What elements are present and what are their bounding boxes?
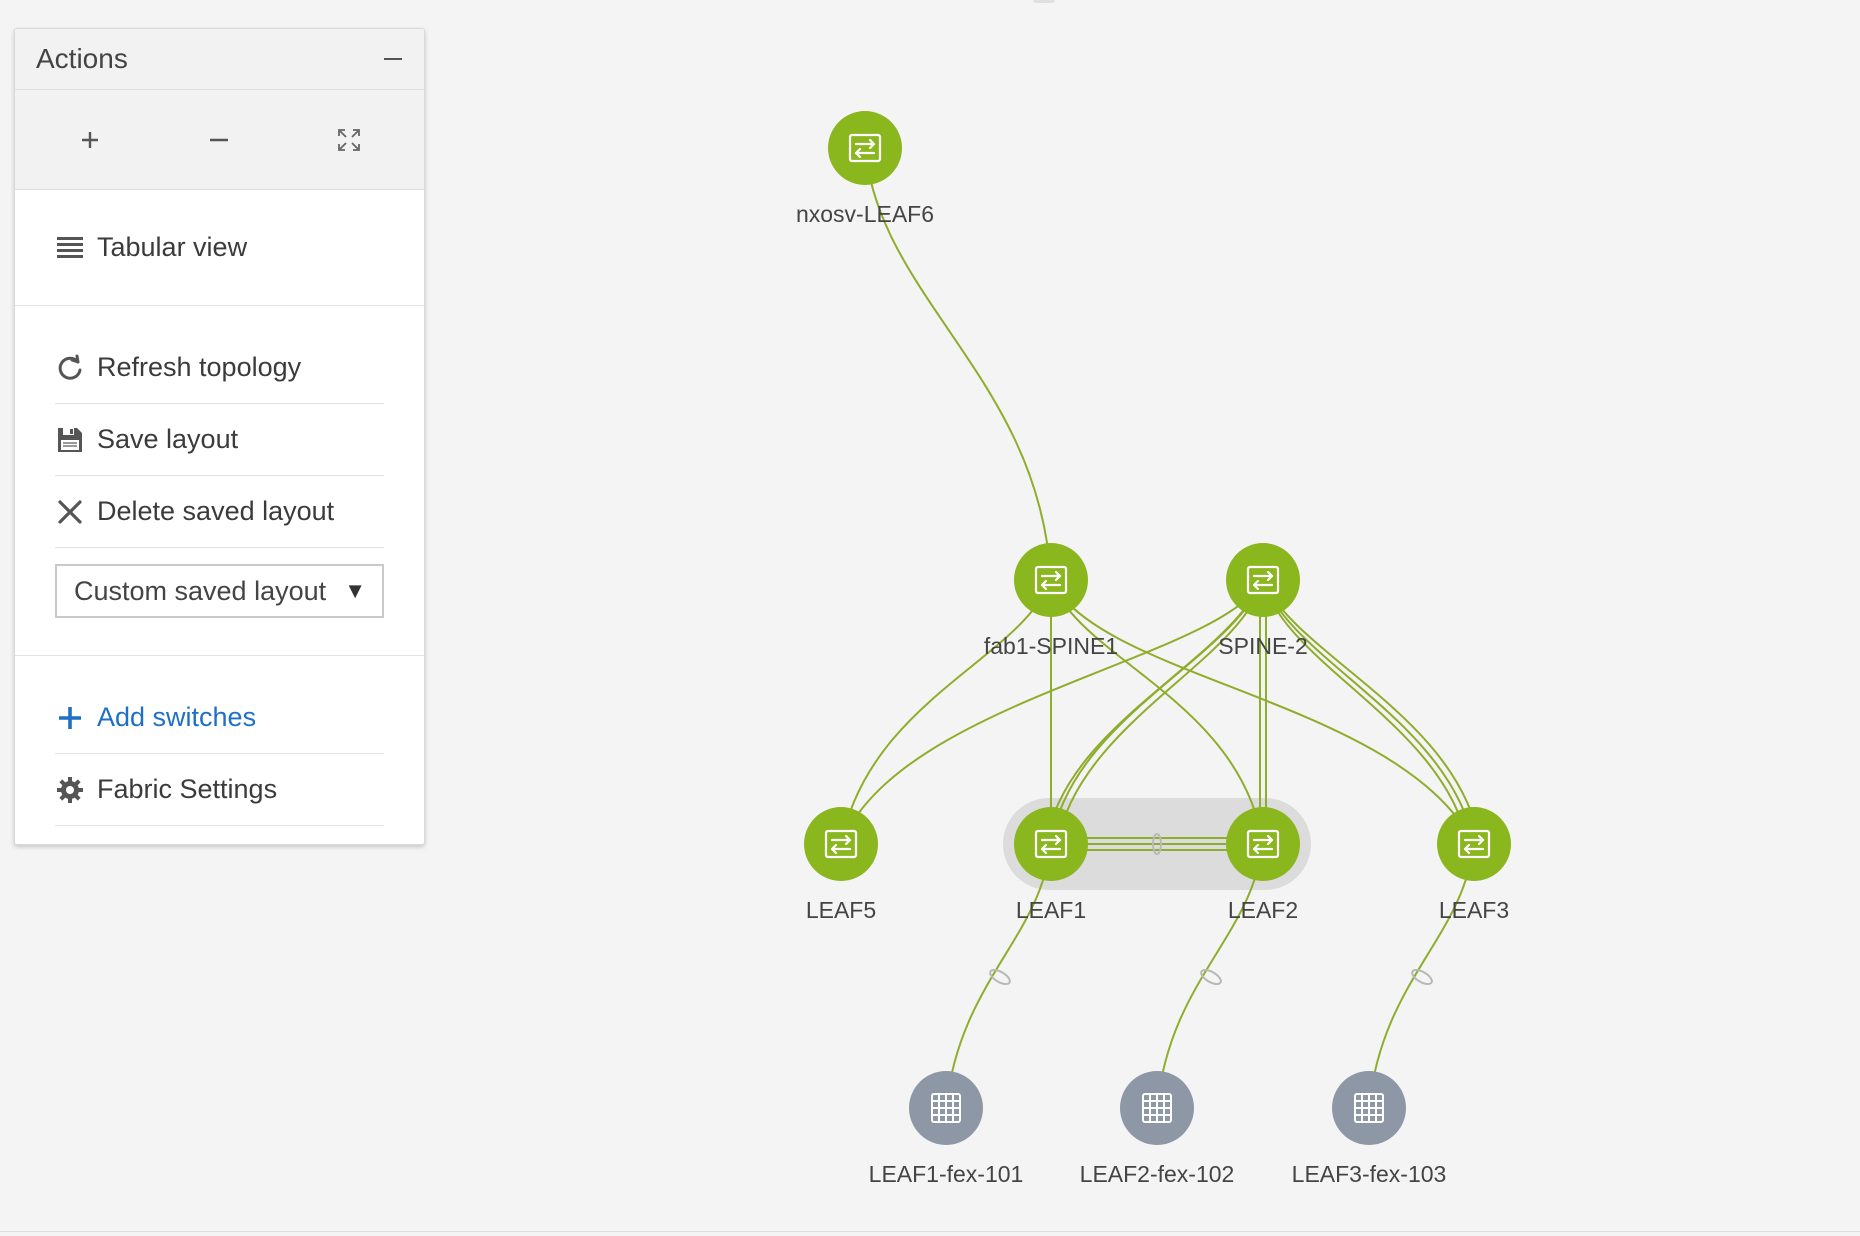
node-label-leaf2: LEAF2 [1227,897,1299,923]
node-label-fex101: LEAF1-fex-101 [868,1161,1024,1187]
actions-panel: Actions Tabular view [14,28,425,845]
node-leaf6[interactable] [828,111,902,185]
node-label-fex103: LEAF3-fex-103 [1291,1161,1447,1187]
bottom-divider [0,1231,1860,1232]
zoom-out-button[interactable] [199,120,239,160]
node-label-fex102: LEAF2-fex-102 [1079,1161,1235,1187]
zoom-in-button[interactable] [70,120,110,160]
floppy-disk-icon [55,425,85,455]
link-leaf6-spine1 [864,147,1052,581]
node-leaf3[interactable] [1437,807,1511,881]
refresh-topology-label: Refresh topology [97,352,302,382]
node-fex101[interactable] [909,1071,983,1145]
port-channel-markers [989,833,1433,985]
refresh-icon [55,353,85,383]
node-fex102[interactable] [1120,1071,1194,1145]
node-leaf2[interactable] [1226,807,1300,881]
add-switches-label: Add switches [97,702,257,732]
layout-section: Refresh topology Save layout Delete save… [15,306,424,656]
minus-icon [210,138,229,141]
link-spine1-leaf3 [1050,579,1475,845]
expand-icon [338,128,361,151]
delete-saved-layout-label: Delete saved layout [97,496,335,526]
link-spine2-leaf5 [840,579,1264,845]
node-label-spine1: fab1-SPINE1 [983,633,1119,659]
saved-layout-select-value: Custom saved layout [74,575,327,606]
plus-icon [81,131,98,148]
view-section: Tabular view [15,190,424,306]
fit-to-screen-button[interactable] [329,120,369,160]
node-spine2[interactable] [1226,543,1300,617]
node-fex103[interactable] [1332,1071,1406,1145]
delete-saved-layout-item[interactable]: Delete saved layout [55,476,384,548]
links [840,147,1481,1109]
node-label-leaf1: LEAF1 [1015,897,1087,923]
close-icon [55,497,85,527]
save-layout-item[interactable]: Save layout [55,404,384,476]
node-label-leaf3: LEAF3 [1438,897,1510,923]
pc-marker-fex101 [989,969,1011,985]
actions-panel-header: Actions [15,29,424,90]
node-label-leaf6: nxosv-LEAF6 [795,201,935,227]
list-icon [55,233,85,263]
refresh-topology-item[interactable]: Refresh topology [55,332,384,404]
zoom-controls [15,90,424,190]
collapse-panel-button[interactable] [382,48,404,70]
fabric-section: Add switches [15,656,424,826]
gear-icon [55,775,85,805]
node-leaf5[interactable] [804,807,878,881]
panel-title: Actions [36,43,128,74]
link-spine1-leaf5 [840,579,1052,845]
pc-marker-fex103 [1411,969,1433,985]
plus-icon [55,703,85,733]
link-spine2-leaf1-c [1045,579,1264,845]
node-spine1[interactable] [1014,543,1088,617]
top-edge-marker [1033,0,1055,3]
node-label-leaf5: LEAF5 [805,897,877,923]
dropdown-caret-icon: ▼ [344,578,366,603]
tabular-view-label: Tabular view [97,232,248,262]
node-label-spine2: SPINE-2 [1218,633,1308,659]
fabric-settings-item[interactable]: Fabric Settings [55,754,384,826]
tabular-view-item[interactable]: Tabular view [55,212,384,284]
fabric-settings-label: Fabric Settings [97,774,278,804]
link-leaf3-fex103 [1368,843,1475,1109]
save-layout-label: Save layout [97,424,239,454]
saved-layout-select[interactable]: Custom saved layout ▼ [55,564,384,618]
pc-marker-fex102 [1200,969,1222,985]
pc-marker-peer [1152,833,1162,855]
add-switches-item[interactable]: Add switches [55,682,384,754]
node-leaf1[interactable] [1014,807,1088,881]
